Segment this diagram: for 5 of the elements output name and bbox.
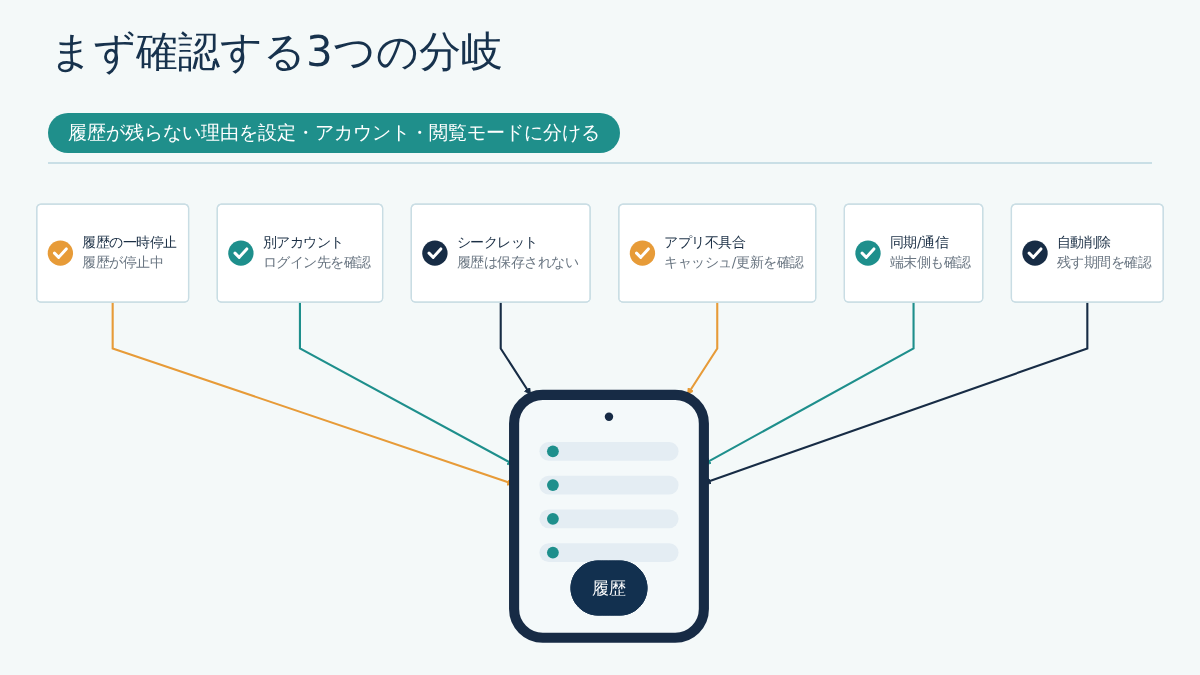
subtitle-banner: 履歴が残らない理由を設定・アカウント・閲覧モードに分ける [48,113,620,153]
title: まず確認する3つの分岐 [50,26,503,78]
arrow [687,302,719,396]
cluster [509,389,709,643]
arrow [499,302,531,396]
